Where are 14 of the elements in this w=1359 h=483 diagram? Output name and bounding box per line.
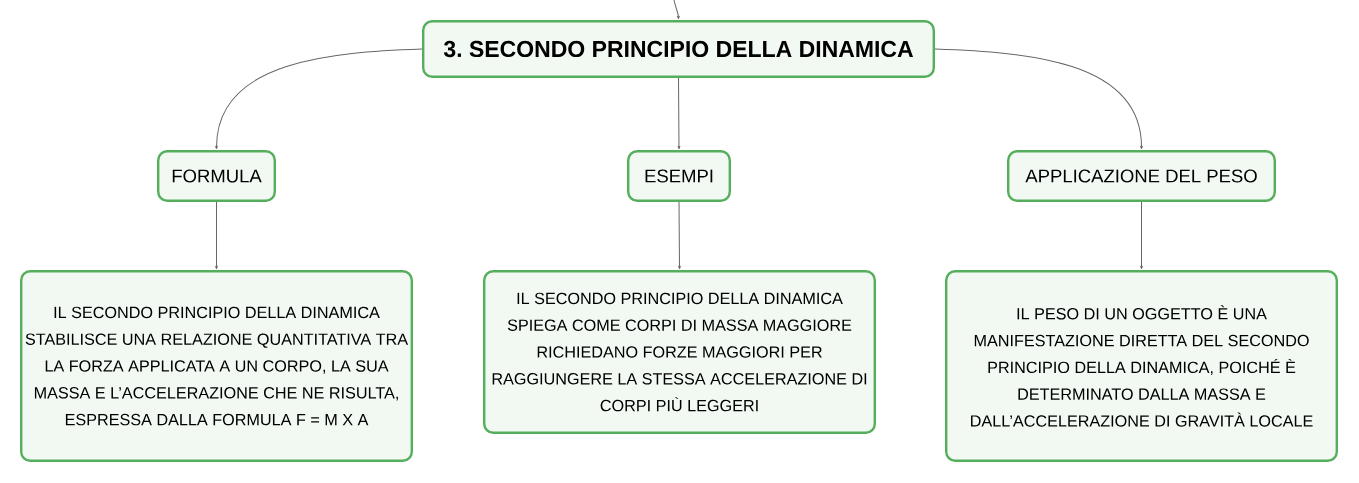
arrow <box>677 77 681 150</box>
subtopic-box: FORMULA <box>157 150 276 202</box>
arrow <box>215 48 423 150</box>
topic-box: 3. SECONDO PRINCIPIO DELLA DINAMICA <box>422 20 935 78</box>
arrow <box>678 201 681 270</box>
description-box: IL PESO DI UN OGGETTO È UNA MANIFESTAZIONE DIRETTA DEL SECONDO PRINCIPIO DELLA DINAMICA, POICHÉ È DETERMINATO DALLA MASSA E DALL’ACCELERAZIONE DI GRAVITÀ LOCALE <box>945 270 1338 462</box>
subtopic-box: ESEMPI <box>627 150 731 202</box>
arrow <box>934 48 1143 150</box>
description-box: IL SECONDO PRINCIPIO DELLA DINAMICA STABILISCE UNA RELAZIONE QUANTITATIVA TRA LA FORZA APPLICATA A UN CORPO, LA SUA MASSA E L’ACCELERAZIONE CHE NE RISULTA, ESPRESSA DALLA FORMULA F = M X A <box>20 270 413 462</box>
arrow <box>673 0 680 20</box>
description-box: IL SECONDO PRINCIPIO DELLA DINAMICA SPIEGA COME CORPI DI MASSA MAGGIORE RICHIEDANO FORZE MAGGIORI PER RAGGIUNGERE LA STESSA ACCELERAZIONE DI CORPI PIÙ LEGGERI <box>483 270 876 434</box>
arrow <box>1140 201 1143 270</box>
subtopic-box: APPLICAZIONE DEL PESO <box>1007 150 1276 202</box>
arrow <box>215 201 218 270</box>
